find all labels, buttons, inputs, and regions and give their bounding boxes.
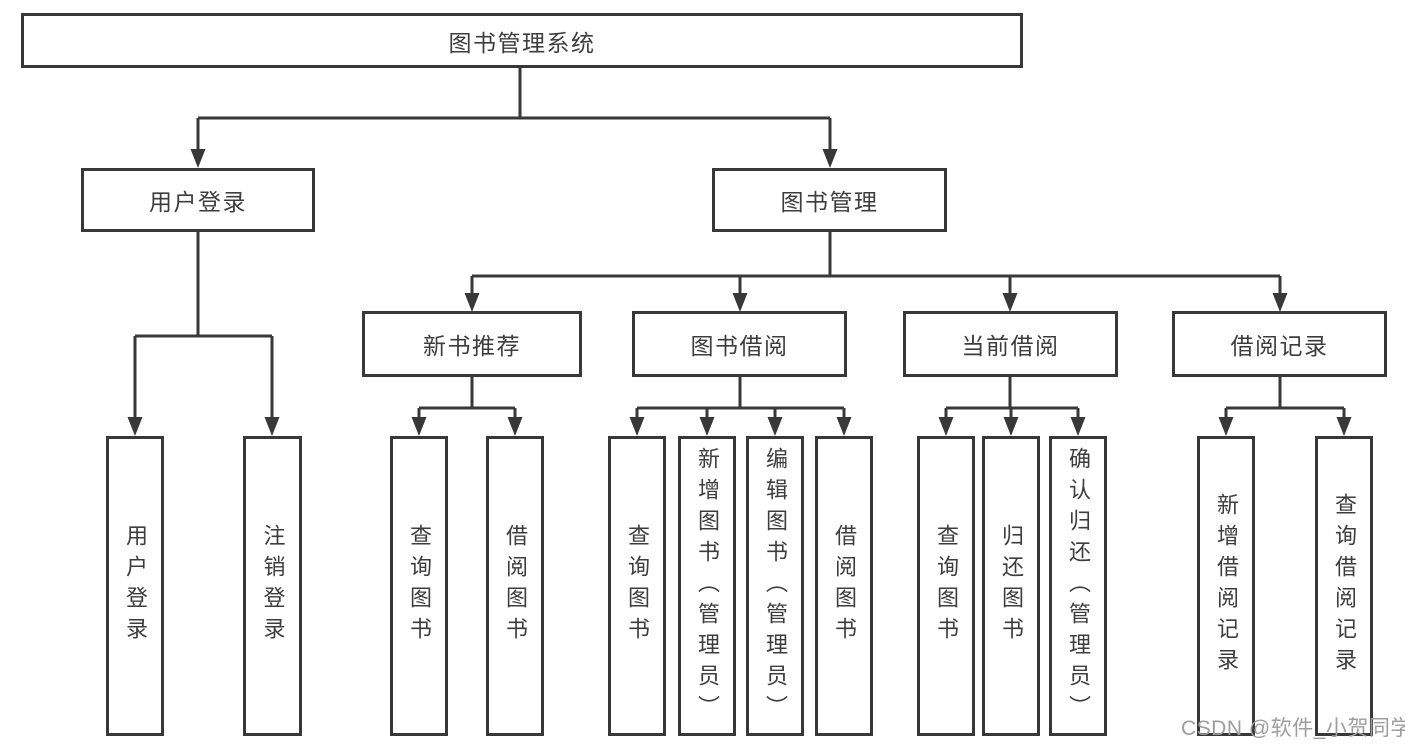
node-label: 查询图书 xyxy=(625,524,650,648)
node-label: 图书借阅 xyxy=(690,333,789,359)
node-label: 借阅图书 xyxy=(503,524,528,648)
node-label: 新书推荐 xyxy=(423,333,521,359)
leaf-user-login: 用户登录 xyxy=(106,436,164,736)
leaf-nb-borrow-books: 借阅图书 xyxy=(486,436,544,736)
leaf-bb-query-books: 查询图书 xyxy=(608,436,666,736)
node-book-borrowing: 图书借阅 xyxy=(632,311,847,377)
leaf-cb-confirm-return-admin: 确认归还（管理员） xyxy=(1049,436,1107,736)
node-label: 用户登录 xyxy=(149,189,247,215)
node-label: 借阅记录 xyxy=(1230,333,1329,359)
node-label: 注销登录 xyxy=(260,524,286,648)
node-current-borrowing: 当前借阅 xyxy=(903,311,1118,377)
node-label: 图书管理系统 xyxy=(448,29,596,56)
leaf-cb-return-books: 归还图书 xyxy=(982,436,1040,736)
node-label: 查询借阅记录 xyxy=(1332,493,1357,679)
leaf-logout: 注销登录 xyxy=(243,436,302,736)
node-borrowing-records: 借阅记录 xyxy=(1172,311,1387,377)
node-label: 图书管理 xyxy=(780,189,879,215)
leaf-bb-edit-books-admin: 编辑图书（管理员） xyxy=(746,436,804,736)
node-label: 用户登录 xyxy=(123,524,148,648)
node-label: 借阅图书 xyxy=(832,524,857,648)
node-label: 查询图书 xyxy=(407,524,432,648)
node-new-book-recommend: 新书推荐 xyxy=(362,311,582,377)
leaf-nb-query-books: 查询图书 xyxy=(390,436,448,736)
node-label: 查询图书 xyxy=(934,524,959,648)
node-book-management: 图书管理 xyxy=(712,168,947,232)
csdn-watermark: CSDN @软件_小贺同学 xyxy=(1181,717,1405,740)
node-label: 编辑图书（管理员） xyxy=(763,446,788,726)
leaf-bb-add-books-admin: 新增图书（管理员） xyxy=(678,436,736,736)
node-user-login: 用户登录 xyxy=(81,168,315,232)
leaf-br-add-record: 新增借阅记录 xyxy=(1197,436,1255,736)
node-label: 当前借阅 xyxy=(961,333,1060,359)
node-label: 归还图书 xyxy=(999,524,1024,648)
leaf-bb-borrow-books: 借阅图书 xyxy=(815,436,873,736)
node-library-management-system: 图书管理系统 xyxy=(21,13,1023,68)
leaf-br-query-record: 查询借阅记录 xyxy=(1315,436,1373,736)
leaf-cb-query-books: 查询图书 xyxy=(917,436,975,736)
node-label: 新增借阅记录 xyxy=(1214,493,1239,679)
node-label: 确认归还（管理员） xyxy=(1066,446,1091,726)
node-label: 新增图书（管理员） xyxy=(695,446,720,726)
